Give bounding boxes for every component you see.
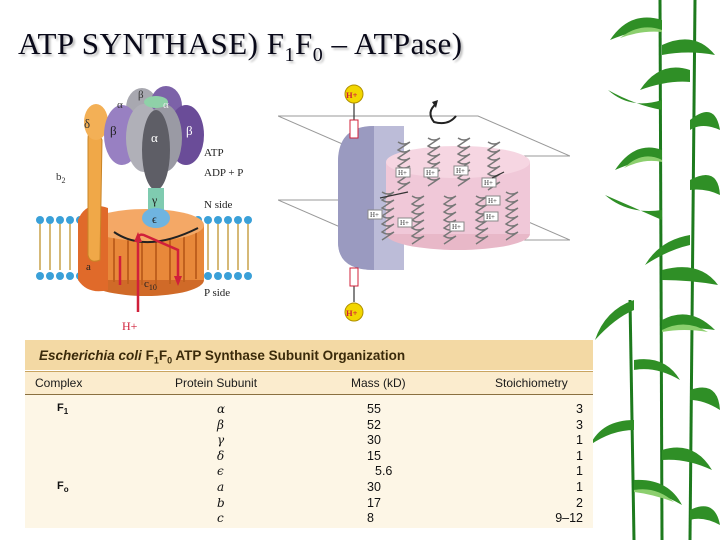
- helix-h-label: H+: [456, 167, 465, 175]
- cell-subunit: β: [217, 417, 224, 432]
- cell-subunit: δ: [217, 448, 225, 463]
- table-header-row: Complex Protein Subunit Mass (kD) Stoich…: [25, 371, 593, 396]
- label-alpha-left: α: [117, 99, 123, 111]
- label-alpha-right: α: [163, 99, 169, 111]
- cell-subunit: b: [217, 495, 225, 510]
- cell-subunit: a: [217, 480, 225, 494]
- helix-h-label: H+: [452, 223, 461, 231]
- label-c10: c10: [144, 278, 157, 292]
- label-beta-right: β: [186, 123, 193, 138]
- atp-synthase-illustration: β α α δ β α β b2 γ ϵ a c10 ATP ADP + P N…: [36, 86, 252, 333]
- cell-stoichiometry: 1: [576, 480, 583, 494]
- label-atp: ATP: [204, 147, 224, 159]
- label-adp: ADP + P: [204, 167, 243, 179]
- cell-mass: 30: [367, 480, 381, 494]
- cell-subunit: γ: [217, 433, 225, 448]
- helix-h-label: H+: [400, 219, 409, 227]
- cell-stoichiometry: 1: [576, 464, 583, 479]
- helix-h-label: H+: [398, 169, 407, 177]
- col-header-mass: Mass (kD): [351, 376, 406, 390]
- cell-stoichiometry: 1: [576, 448, 583, 463]
- helix-h-label: H+: [486, 213, 495, 221]
- delta-subunit: [84, 104, 108, 140]
- gamma-subunit: [148, 188, 164, 214]
- cell-mass: 17: [367, 495, 381, 510]
- upper-plane: [278, 115, 570, 157]
- svg-text:H+: H+: [346, 90, 358, 100]
- cell-mass: 5.6: [375, 464, 393, 479]
- cell-mass: 52: [367, 417, 381, 432]
- cell-mass: 55: [367, 402, 381, 416]
- helix-h-label: H+: [370, 211, 379, 219]
- cell-complex: F1: [57, 402, 69, 417]
- slide-title: ATP SYNTHASE) F1F0 – ATPase): [18, 26, 463, 67]
- label-delta: δ: [84, 116, 90, 131]
- f1-headpiece: [104, 86, 204, 190]
- label-p-side: P side: [204, 287, 230, 299]
- cell-stoichiometry: 9–12: [555, 511, 583, 526]
- label-b2: b2: [56, 171, 66, 185]
- cell-mass: 8: [367, 511, 374, 526]
- helix-h-label: H+: [484, 179, 493, 187]
- rotation-arrow: [113, 227, 199, 243]
- label-alpha-center: α: [151, 130, 158, 145]
- cell-subunit: c: [217, 511, 224, 526]
- cell-stoichiometry: 2: [576, 495, 583, 510]
- label-a: a: [86, 261, 91, 273]
- col-header-subunit: Protein Subunit: [175, 376, 258, 390]
- bamboo-decoration: [590, 0, 720, 540]
- cell-stoichiometry: 3: [576, 417, 583, 432]
- label-beta-left: β: [110, 123, 117, 138]
- cell-stoichiometry: 3: [576, 402, 583, 416]
- cell-subunit: ϵ: [217, 464, 224, 479]
- rotor-schematic: H+ H+ H+ H+ H+ H+ H+ H+ H+ H+ H+: [278, 84, 570, 322]
- cell-subunit: α: [217, 402, 226, 416]
- rotation-arrow: [429, 103, 457, 125]
- cell-mass: 15: [367, 448, 381, 463]
- table-title-bar: Escherichia coli F1F0 ATP Synthase Subun…: [25, 340, 593, 370]
- b2-stalk: [87, 128, 103, 262]
- table-title: Escherichia coli F1F0 ATP Synthase Subun…: [39, 348, 406, 366]
- subunit-table: Escherichia coli F1F0 ATP Synthase Subun…: [25, 340, 593, 528]
- title-prefix: ATP SYNTHASE): [18, 26, 259, 61]
- label-epsilon: ϵ: [152, 212, 157, 226]
- col-header-complex: Complex: [35, 376, 83, 390]
- svg-text:H+: H+: [346, 308, 358, 318]
- helix-h-label: H+: [426, 169, 435, 177]
- proton-top: H+: [344, 84, 364, 104]
- label-h-plus: H+: [122, 319, 138, 333]
- cell-complex: Fo: [57, 480, 69, 495]
- cell-mass: 30: [367, 433, 381, 448]
- helix-h-label: H+: [488, 197, 497, 205]
- col-header-stoichiometry: Stoichiometry: [495, 376, 568, 390]
- cell-stoichiometry: 1: [576, 433, 583, 448]
- proton-bottom: H+: [344, 302, 364, 322]
- epsilon-subunit: [142, 208, 170, 228]
- label-n-side: N side: [204, 199, 233, 211]
- label-beta-top: β: [138, 89, 144, 101]
- label-gamma: γ: [151, 193, 158, 207]
